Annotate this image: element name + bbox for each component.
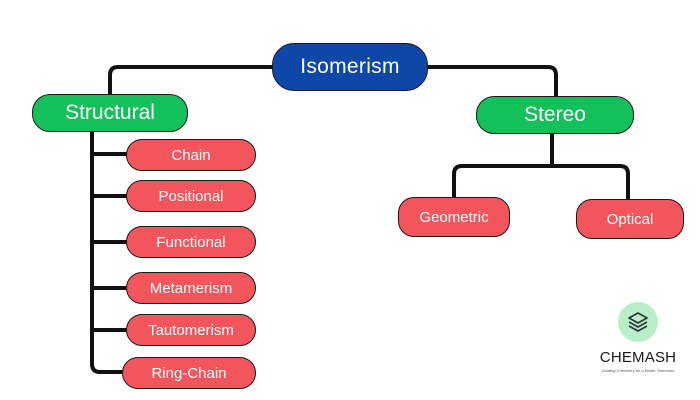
node-metamerism: Metamerism (126, 272, 256, 304)
chemash-logo: CHEMASH Guiding Chemistry for a Better T… (588, 298, 688, 380)
node-stereo: Stereo (476, 96, 634, 134)
connector-structural-trunk (90, 128, 126, 374)
node-ring-chain: Ring-Chain (122, 357, 256, 389)
node-isomerism: Isomerism (272, 43, 428, 91)
node-tautomerism: Tautomerism (126, 314, 256, 346)
layers-stack-icon (628, 312, 648, 332)
node-chain: Chain (126, 139, 256, 171)
node-geometric: Geometric (398, 197, 510, 237)
node-structural: Structural (32, 94, 188, 132)
node-functional: Functional (126, 226, 256, 258)
connector-root-structural (108, 65, 274, 97)
connector-stereo-branches (452, 164, 630, 200)
logo-circle (618, 302, 658, 342)
logo-tagline: Guiding Chemistry for a Better Tomorrow (601, 368, 675, 373)
node-optical: Optical (576, 199, 684, 239)
connector-root-stereo (426, 65, 558, 98)
logo-name: CHEMASH (599, 349, 677, 366)
node-positional: Positional (126, 180, 256, 212)
